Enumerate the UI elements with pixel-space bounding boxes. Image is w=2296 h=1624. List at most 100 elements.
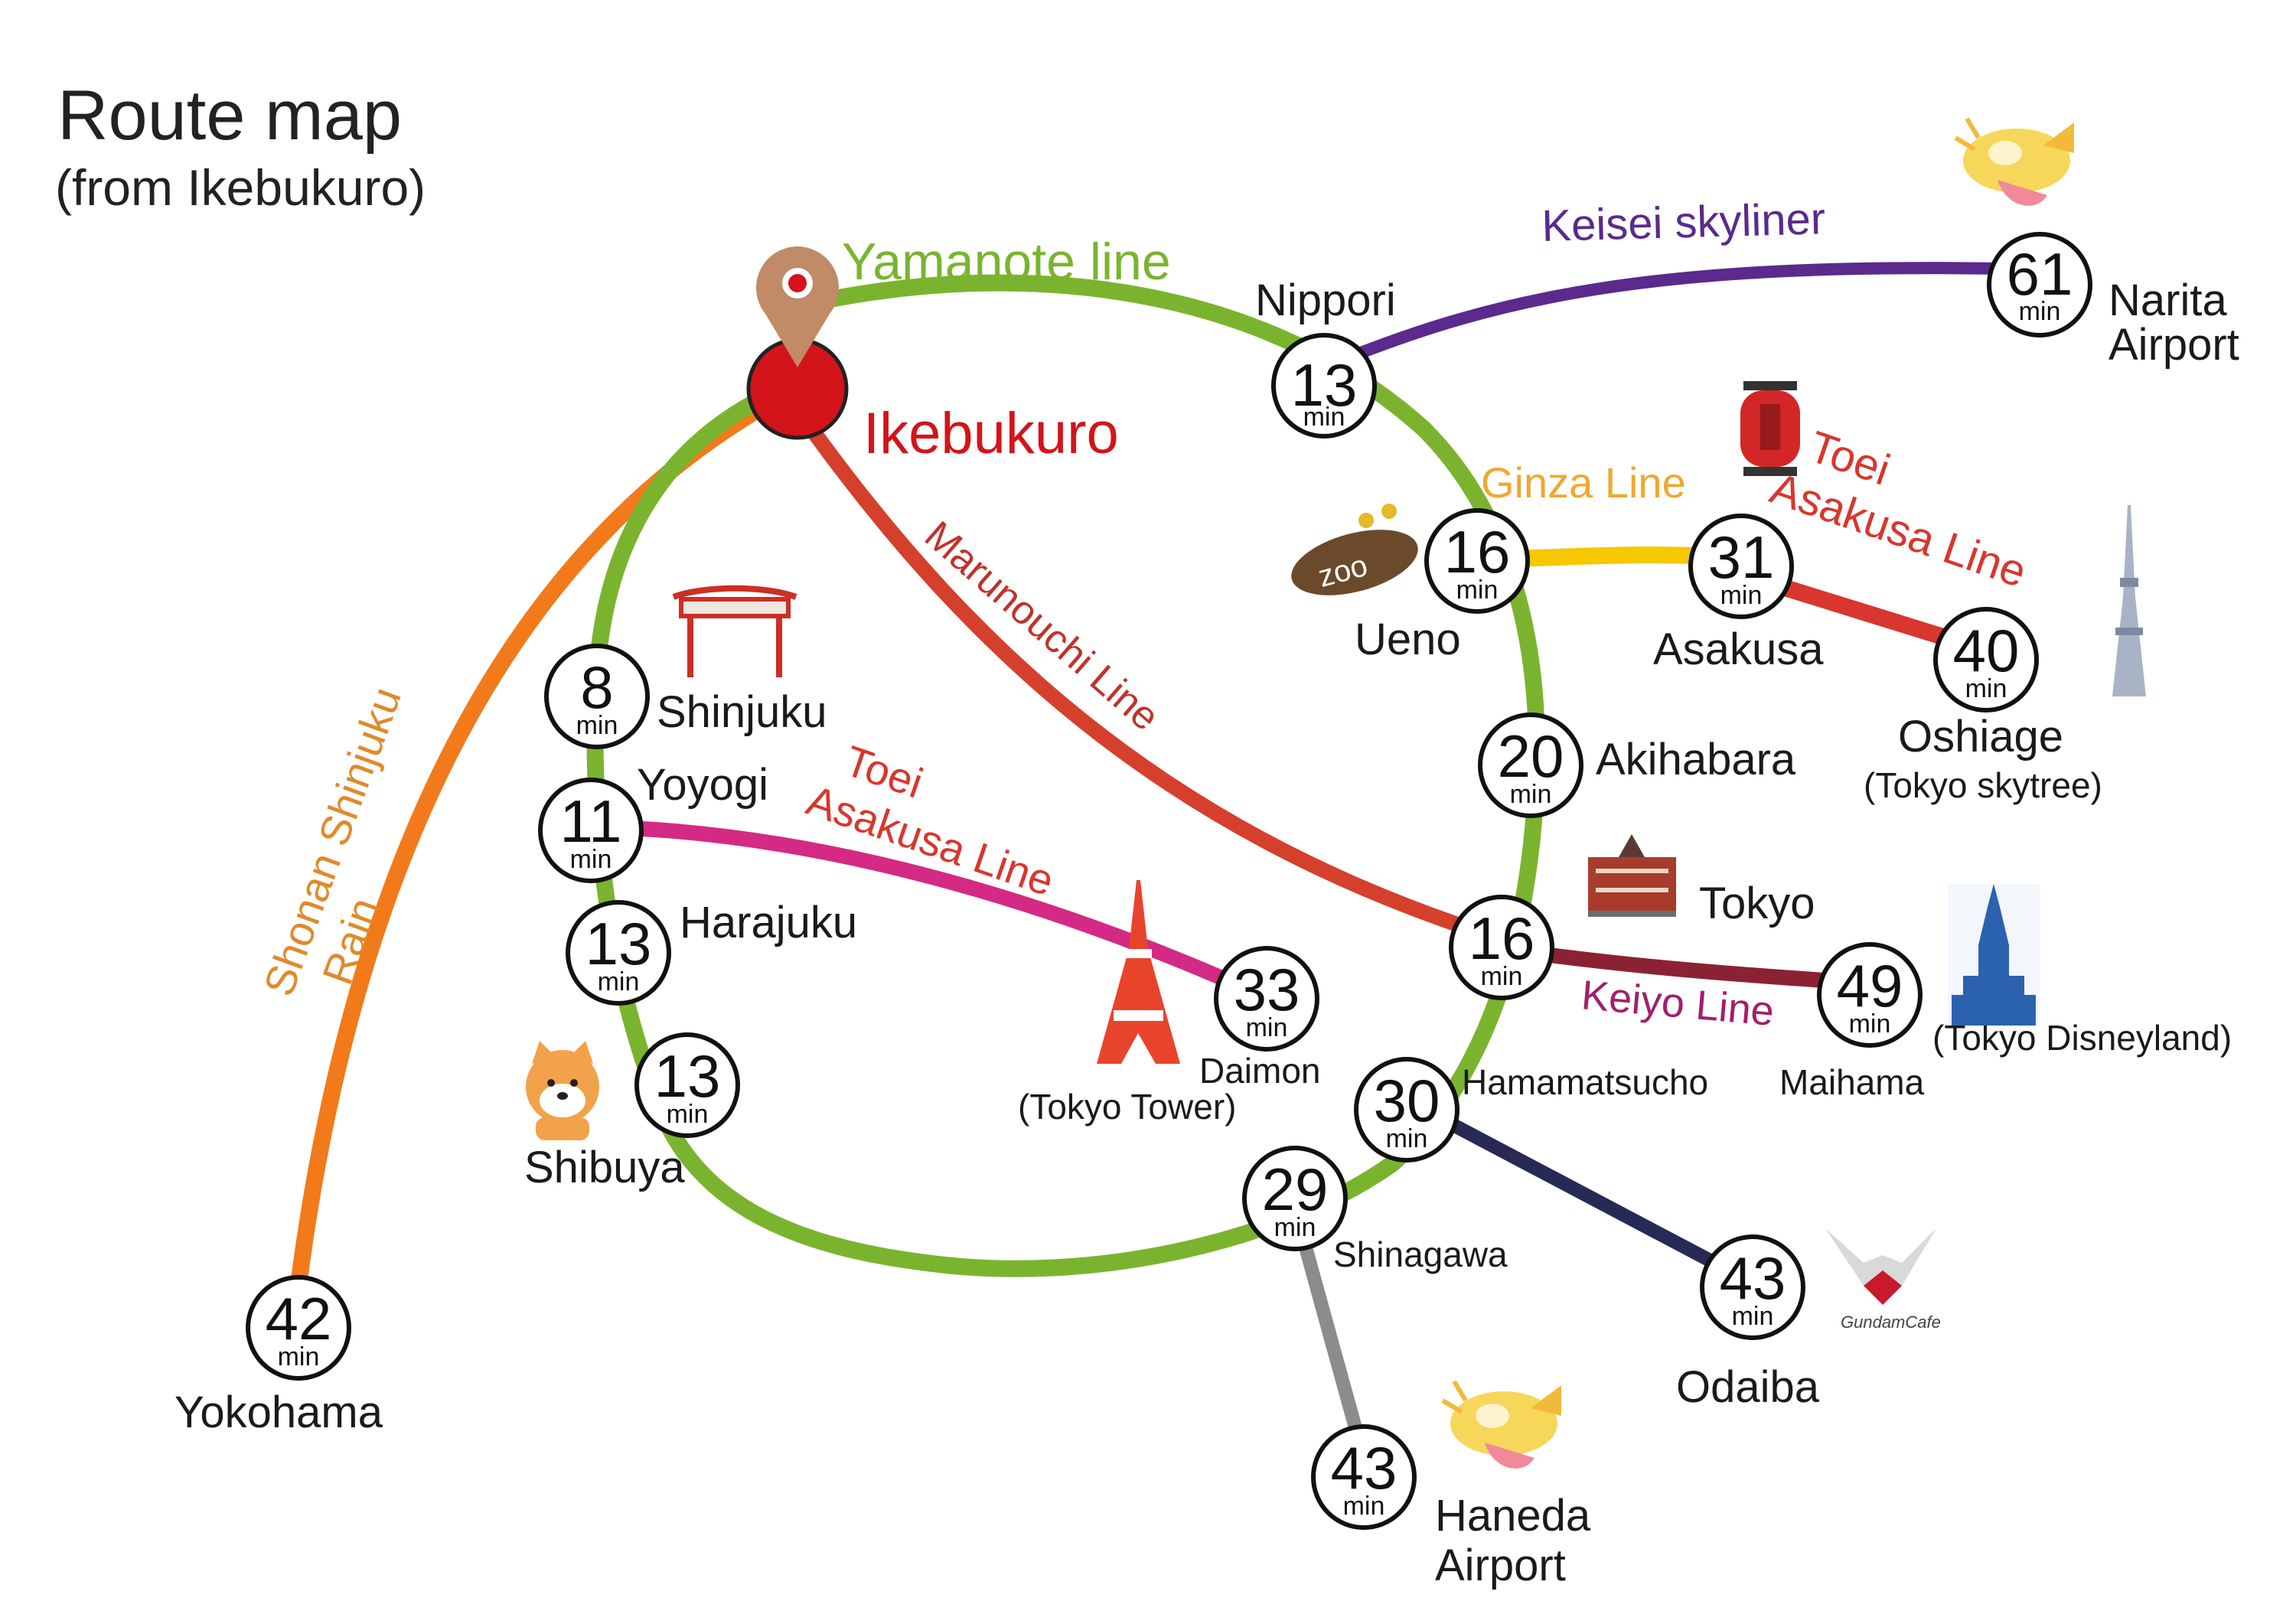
svg-text:min: min [1481,962,1523,991]
station-yokohama: Yokohama [174,1388,383,1437]
svg-text:min: min [1456,576,1499,605]
label-toei-asakusa-east: ToeiAsakusa Line [1764,414,2050,597]
map-pin-icon [756,246,839,367]
svg-text:min: min [1386,1124,1428,1153]
svg-text:43: 43 [1331,1434,1397,1502]
svg-text:31: 31 [1708,523,1775,591]
badge-harajuku[interactable]: 13 min [566,900,671,1006]
svg-text:min: min [1246,1013,1288,1042]
station-hamamatsucho: Hamamatsucho [1462,1062,1708,1102]
badge-hamamatsucho[interactable]: 30 min [1354,1057,1459,1163]
svg-text:GundamCafe: GundamCafe [1841,1313,1941,1332]
badge-yokohama[interactable]: 42 min [246,1275,351,1381]
tokyo-tower-icon [1097,880,1180,1064]
tokyo-station-building-icon [1588,834,1676,917]
svg-text:16: 16 [1444,518,1511,585]
svg-text:30: 30 [1374,1067,1440,1134]
svg-text:min: min [667,1100,709,1129]
page-subtitle: (from Ikebukuro) [55,159,426,216]
badge-daimon[interactable]: 33 min [1214,946,1319,1052]
label-ginza-line: Ginza Line [1481,458,1686,507]
svg-text:min: min [1510,780,1552,809]
svg-text:40: 40 [1953,617,2020,684]
label-toei-asakusa-west-2: Asakusa Line [801,775,1060,905]
svg-text:min: min [1849,1009,1891,1039]
station-oshiage-sub: (Tokyo skytree) [1864,765,2102,805]
svg-text:43: 43 [1720,1244,1786,1312]
disney-castle-icon [1948,884,2040,1026]
badge-nippori[interactable]: 13 min [1271,333,1377,439]
svg-text:min: min [1303,403,1345,432]
svg-text:16: 16 [1469,905,1535,972]
station-tokyo: Tokyo [1699,879,1815,928]
tokyo-skytree-icon [2112,505,2146,696]
station-asakusa: Asakusa [1653,624,1824,674]
line-shonan-shinjuku[interactable] [286,396,776,1325]
station-harajuku: Harajuku [680,898,857,947]
svg-text:33: 33 [1234,956,1300,1023]
svg-text:min: min [1965,674,2007,703]
badge-odaiba[interactable]: 43 min [1700,1234,1805,1340]
station-shinjuku: Shinjuku [657,687,827,737]
svg-text:20: 20 [1498,722,1564,790]
line-rinkai[interactable] [1435,1111,1718,1269]
badge-maihama[interactable]: 49 min [1817,942,1923,1048]
badge-akihabara[interactable]: 20 min [1478,713,1583,818]
badge-shinjuku[interactable]: 8 min [544,644,650,749]
station-narita-line1: Narita [2108,276,2227,325]
station-shibuya: Shibuya [524,1143,685,1192]
station-akihabara: Akihabara [1596,735,1796,784]
station-maihama: Maihama [1779,1062,1925,1102]
svg-text:min: min [598,967,640,996]
badge-haneda[interactable]: 43 min [1311,1424,1417,1530]
line-keikyu[interactable] [1290,1215,1365,1441]
gundam-cafe-icon: GundamCafe [1825,1228,1941,1332]
svg-text:min: min [1732,1302,1774,1331]
shiba-dog-icon [526,1041,599,1140]
station-narita-line2: Airport [2108,320,2239,370]
station-shinagawa: Shinagawa [1333,1234,1508,1274]
label-yamanote-line: Yamanote line [842,233,1171,291]
svg-text:29: 29 [1262,1156,1329,1223]
svg-text:min: min [1720,581,1763,610]
label-keisei-skyliner: Keisei skyliner [1541,194,1826,251]
badge-asakusa[interactable]: 31 min [1688,514,1794,619]
station-haneda-line1: Haneda [1435,1491,1591,1541]
station-oshiage: Oshiage [1898,712,2063,761]
origin-label: Ikebukuro [863,401,1119,466]
svg-text:42: 42 [266,1285,332,1352]
badge-shinagawa[interactable]: 29 min [1242,1146,1348,1251]
station-ueno: Ueno [1355,615,1461,664]
page-title: Route map [57,77,402,155]
badge-oshiage[interactable]: 40 min [1933,607,2039,713]
badge-ueno[interactable]: 16 min [1424,508,1530,614]
line-toei-asakusa-west[interactable] [627,820,1244,993]
label-shonan-shinjuku: Shonan ShinjukuRain [254,681,458,1019]
station-daimon: Daimon [1199,1051,1321,1091]
badge-shibuya[interactable]: 13 min [634,1032,740,1138]
svg-text:13: 13 [1291,351,1358,419]
badge-tokyo[interactable]: 16 min [1449,895,1554,1000]
svg-text:min: min [2019,297,2061,326]
svg-text:min: min [570,845,612,874]
station-daimon-sub: (Tokyo Tower) [1018,1087,1236,1127]
svg-text:min: min [1343,1492,1385,1521]
shinjuku-gate-icon [672,585,797,677]
line-marunouchi[interactable] [804,421,1481,938]
svg-text:11: 11 [560,788,622,855]
label-marunouchi-line: Marunouchi Line [916,513,1167,739]
airplane-icon [1441,1380,1561,1469]
station-nippori: Nippori [1255,276,1396,325]
svg-text:13: 13 [585,910,652,977]
badge-narita[interactable]: 61 min [1987,232,2092,338]
badge-yoyogi[interactable]: 11 min [538,778,644,883]
svg-text:61: 61 [2007,240,2073,308]
label-toei-asakusa-east-2: Asakusa Line [1764,463,2032,597]
line-keisei-skyliner[interactable] [1318,262,2042,373]
zoo-sign-icon: zoo [1291,504,1418,595]
station-haneda-line2: Airport [1435,1541,1566,1590]
station-odaiba: Odaiba [1676,1362,1820,1412]
